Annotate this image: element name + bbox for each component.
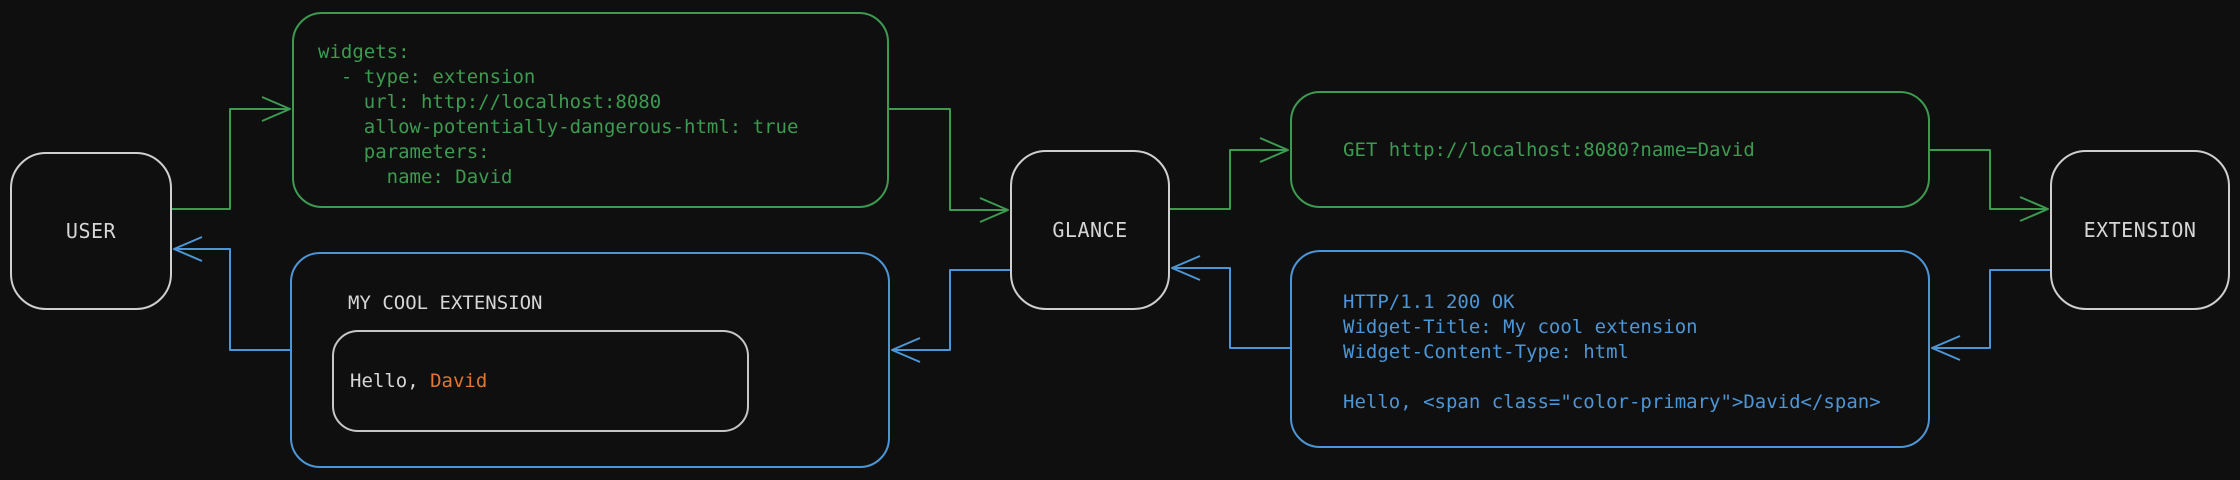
node-glance: GLANCE: [1010, 150, 1170, 310]
greeting-name: David: [430, 370, 488, 392]
arrow-glance-to-widget: [891, 269, 1010, 363]
widget-title: MY COOL EXTENSION: [348, 292, 543, 314]
code-line: HTTP/1.1 200 OK: [1343, 291, 1515, 313]
arrow-config-to-glance: [889, 108, 1009, 223]
request-box: GET http://localhost:8080?name=David: [1290, 91, 1930, 208]
arrow-widget-to-user: [173, 236, 290, 351]
node-extension: EXTENSION: [2050, 150, 2230, 310]
greeting-prefix: Hello,: [350, 370, 431, 392]
arrow-user-to-config: [172, 96, 291, 210]
code-line: allow-potentially-dangerous-html: true: [318, 116, 799, 138]
node-glance-label: GLANCE: [1052, 218, 1128, 242]
code-line: widgets:: [318, 41, 410, 63]
widget-greeting-box: Hello, David: [332, 330, 749, 432]
response-box: HTTP/1.1 200 OK Widget-Title: My cool ex…: [1290, 250, 1930, 448]
node-user: USER: [10, 152, 172, 310]
response-code: HTTP/1.1 200 OK Widget-Title: My cool ex…: [1292, 252, 1928, 415]
request-text: GET http://localhost:8080?name=David: [1343, 138, 1755, 161]
code-line: [1343, 365, 1918, 390]
arrow-glance-to-request: [1170, 137, 1289, 210]
code-line: - type: extension: [318, 66, 536, 88]
node-extension-label: EXTENSION: [2083, 218, 2197, 242]
node-user-label: USER: [65, 219, 117, 243]
code-line: Widget-Content-Type: html: [1343, 341, 1629, 363]
arrow-response-to-glance: [1171, 255, 1290, 349]
code-line: parameters:: [318, 141, 490, 163]
config-yaml-code: widgets: - type: extension url: http://l…: [294, 14, 887, 190]
code-line: name: David: [318, 166, 513, 188]
rendered-widget-box: MY COOL EXTENSION Hello, David: [290, 252, 890, 468]
code-line: Hello, <span class="color-primary">David…: [1343, 391, 1881, 413]
code-line: Widget-Title: My cool extension: [1343, 316, 1698, 338]
code-line: url: http://localhost:8080: [318, 91, 662, 113]
config-yaml-box: widgets: - type: extension url: http://l…: [292, 12, 889, 208]
arrow-extension-to-response: [1931, 269, 2050, 361]
arrow-request-to-extension: [1930, 149, 2049, 222]
